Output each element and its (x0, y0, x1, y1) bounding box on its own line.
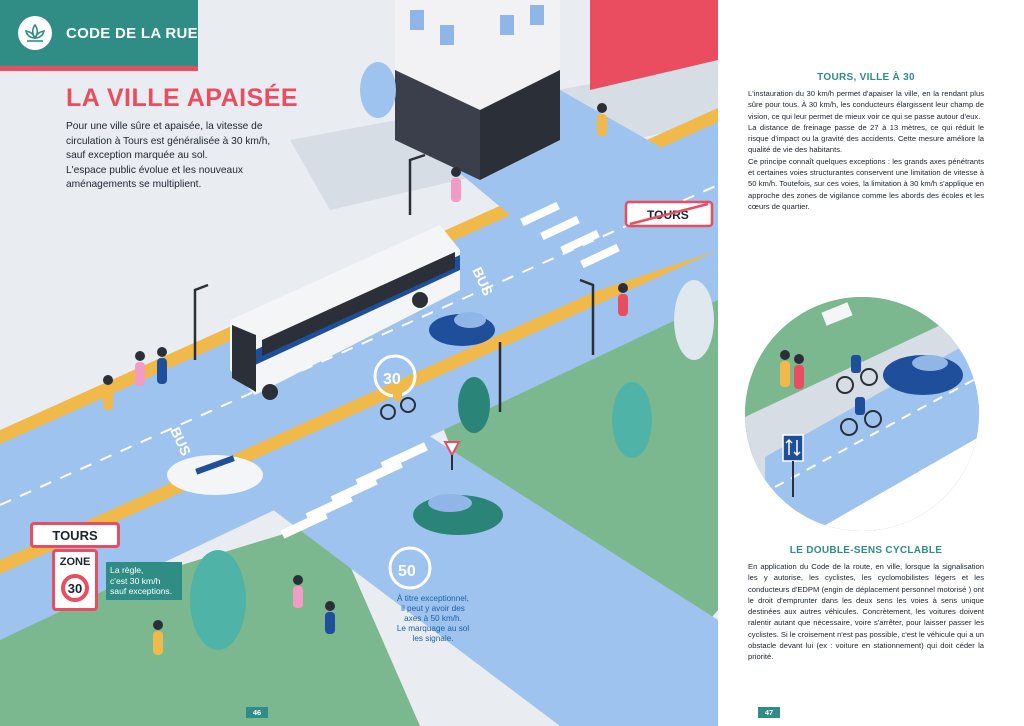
contraflow-sign-icon (782, 434, 804, 497)
bush-1 (458, 377, 490, 433)
zone-30-sign: ZONE 30 (52, 549, 98, 611)
intro-line: Pour une ville sûre et apaisée, la vites… (66, 121, 263, 132)
street-illustration: BUS BUS 30 50 (0, 0, 718, 726)
yield-sign (443, 441, 461, 470)
note-line: À titre exceptionnel, (397, 594, 469, 603)
page-title: LA VILLE APAISÉE (66, 84, 299, 112)
bush-4 (190, 550, 246, 650)
exception-note: À titre exceptionnel, il peut y avoir de… (388, 594, 478, 644)
rule-line: La règle, (110, 565, 144, 575)
blue-car (883, 355, 963, 395)
lotus-logo-icon (18, 16, 52, 50)
header-stripe (0, 66, 198, 71)
intro-text: Pour une ville sûre et apaisée, la vites… (66, 120, 296, 193)
rule-line: sauf exceptions. (110, 586, 173, 596)
speed-30-text: 30 (383, 371, 401, 388)
note-line: les signale. (412, 634, 454, 643)
crosswalk-bottom (280, 442, 428, 539)
speed-50-text: 50 (398, 563, 416, 580)
page-number-left: 46 (246, 707, 268, 718)
car-blue (429, 312, 495, 346)
note-line: Le marquage au sol (396, 624, 470, 633)
police-car (167, 455, 263, 495)
note-line: il peut y avoir des (401, 604, 465, 613)
paragraph: La distance de freinage passe de 27 à 13… (748, 122, 984, 155)
bush-2 (612, 382, 652, 458)
intro-line: L'espace public évolue et les nouveaux (66, 164, 243, 176)
cyclist (380, 385, 416, 420)
cross-road (260, 430, 718, 726)
city-entry-sign: TOURS (30, 522, 120, 548)
pedestrians (780, 350, 804, 389)
main-road (0, 120, 718, 640)
bush-3 (674, 280, 714, 360)
rule-callout: La règle, c'est 30 km/h sauf exceptions. (106, 562, 182, 600)
end-of-city-sign: TOURS (624, 200, 714, 228)
intro-line: circulation à Tours est généralisée à 30… (66, 135, 271, 147)
pedestrians (103, 103, 628, 655)
crosswalk-top (520, 201, 620, 269)
section-title-30: TOURS, VILLE À 30 (817, 72, 915, 83)
street-lamps (193, 153, 595, 412)
cyclists (836, 355, 882, 436)
note-line: axes à 50 km/h. (404, 614, 462, 623)
speed-50-marking (388, 546, 432, 590)
header-title: CODE DE LA RUE (66, 25, 198, 42)
zone-sign-label: ZONE (59, 556, 91, 568)
paragraph: L'instauration du 30 km/h permet d'apais… (748, 89, 984, 121)
car-teal (413, 494, 503, 535)
tree-top (360, 62, 396, 118)
paragraph: Ce principe connaît quelques exceptions … (748, 156, 984, 211)
rule-line: c'est 30 km/h (110, 575, 161, 586)
page-number-right: 47 (758, 707, 780, 718)
apartment-building (395, 0, 718, 180)
contraflow-illustration (745, 297, 979, 531)
intro-line: sauf exception marquée au sol. (66, 150, 208, 161)
section-body-30: L'instauration du 30 km/h permet d'apais… (748, 88, 984, 212)
left-page: BUS BUS 30 50 (0, 0, 718, 726)
bike-lane-bottom (0, 236, 718, 574)
bus (230, 225, 460, 400)
zone-sign-speed: 30 (61, 574, 89, 602)
section-body-contraflow: En application du Code de la route, en v… (748, 561, 984, 663)
section-title-contraflow: LE DOUBLE-SENS CYCLABLE (789, 545, 943, 556)
intro-line: aménagements se multiplient. (66, 179, 202, 190)
paragraph: En application du Code de la route, en v… (748, 562, 984, 662)
